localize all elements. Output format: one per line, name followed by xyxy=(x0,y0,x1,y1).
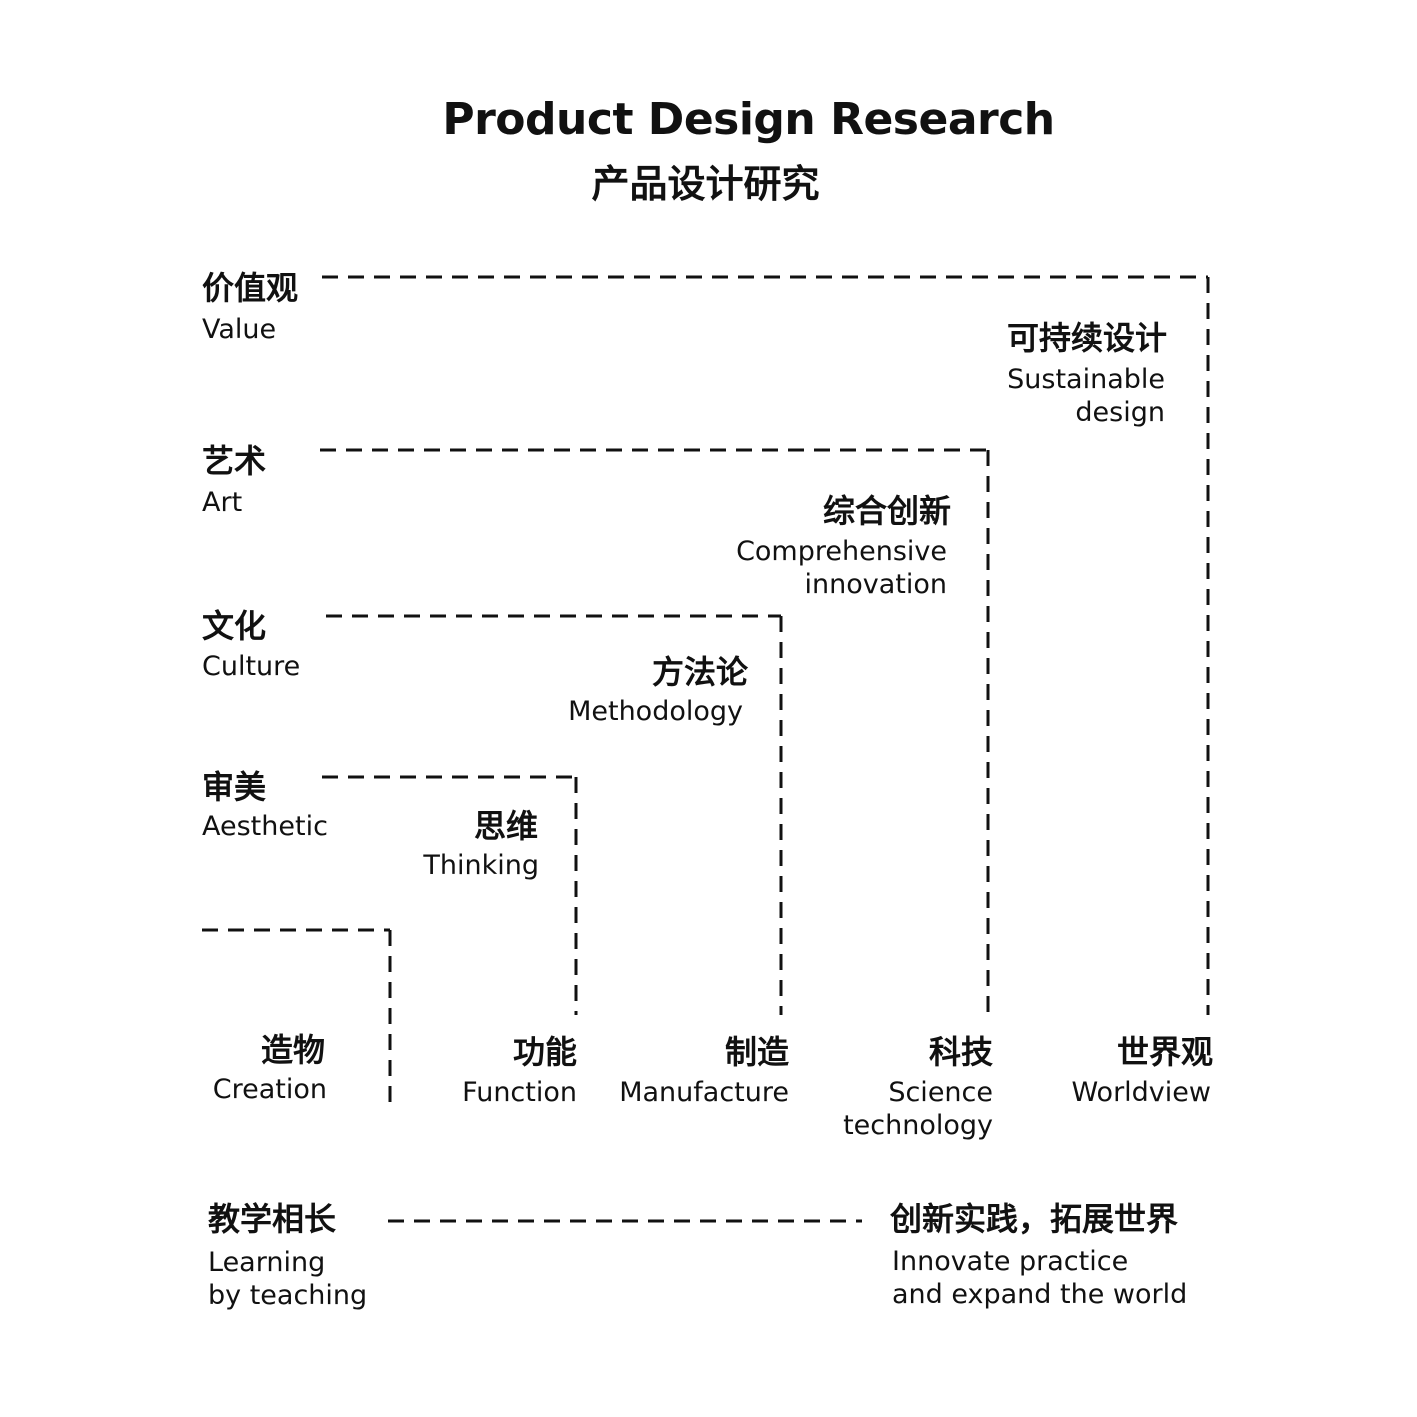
level-culture-zh: 文化 xyxy=(202,607,267,645)
title-chinese: 产品设计研究 xyxy=(591,162,820,206)
level-aesthetic-en: Aesthetic xyxy=(202,811,328,842)
step-comprehensive-zh: 综合创新 xyxy=(822,492,951,530)
level-aesthetic-zh: 审美 xyxy=(202,768,267,806)
base-science-en: Science technology xyxy=(843,1077,993,1141)
step-thinking-zh: 思维 xyxy=(473,807,538,845)
step-thinking-en: Thinking xyxy=(423,850,539,881)
base-creation-en: Creation xyxy=(212,1074,327,1105)
footer-left-zh: 教学相长 xyxy=(208,1200,337,1238)
level-value-en: Value xyxy=(202,314,277,345)
step-comprehensive-en: Comprehensive innovation xyxy=(736,536,947,600)
level-art-zh: 艺术 xyxy=(202,442,267,480)
base-function-zh: 功能 xyxy=(512,1033,577,1071)
base-manufacture-en: Manufacture xyxy=(619,1077,789,1108)
level-art-en: Art xyxy=(202,487,243,518)
base-worldview-en: Worldview xyxy=(1071,1077,1211,1108)
base-creation-zh: 造物 xyxy=(260,1031,325,1069)
step-sustainable-en: Sustainable design xyxy=(1007,364,1165,428)
footer-right-en: Innovate practice and expand the world xyxy=(892,1246,1188,1310)
title-english: Product Design Research xyxy=(442,94,1055,145)
base-function-en: Function xyxy=(462,1077,577,1108)
level-value-zh: 价值观 xyxy=(202,269,299,307)
level-culture-en: Culture xyxy=(202,651,301,682)
step-methodology-en: Methodology xyxy=(568,696,743,727)
step-sustainable-zh: 可持续设计 xyxy=(1006,319,1167,357)
base-worldview-zh: 世界观 xyxy=(1116,1033,1213,1071)
base-manufacture-zh: 制造 xyxy=(724,1033,789,1071)
step-methodology-zh: 方法论 xyxy=(651,653,748,691)
footer-left-en: Learning by teaching xyxy=(208,1247,368,1311)
base-science-zh: 科技 xyxy=(928,1033,993,1071)
footer-right-zh: 创新实践，拓展世界 xyxy=(890,1200,1179,1238)
